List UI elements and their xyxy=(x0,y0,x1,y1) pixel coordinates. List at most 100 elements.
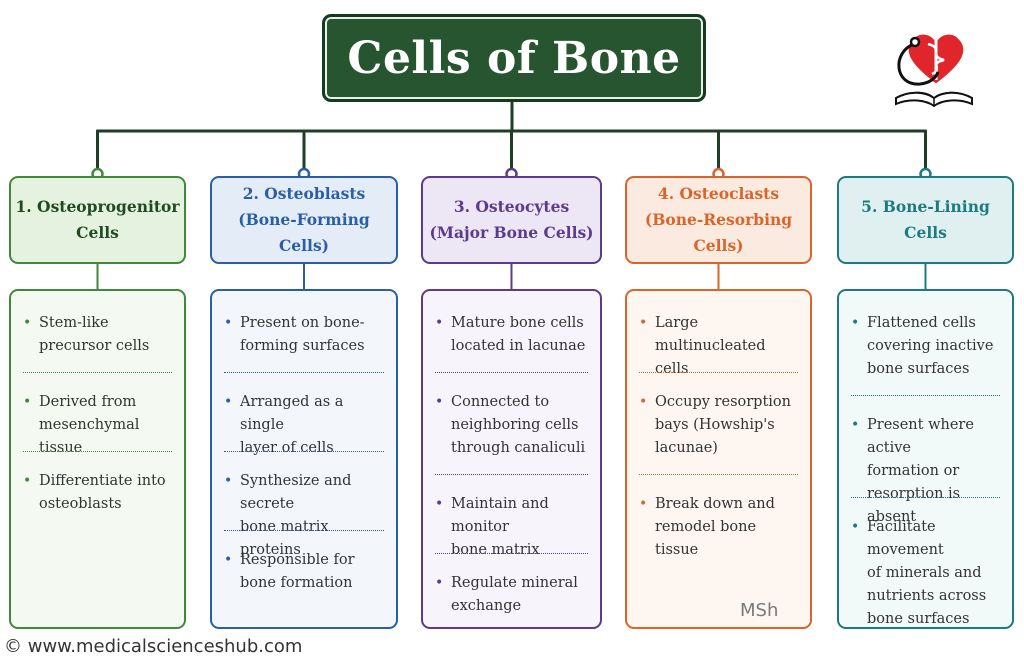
bullet-text-line: Synthesize and secrete xyxy=(240,473,352,512)
heart-stethoscope-book-icon xyxy=(895,32,973,108)
column-header: 5. Bone-Lining Cells xyxy=(837,176,1014,264)
title-banner: Cells of Bone xyxy=(322,14,706,102)
bullet-text-line: located in lacunae xyxy=(451,338,586,354)
bullet-text-line: layer of cells xyxy=(240,440,334,456)
bullet-dot-icon: • xyxy=(224,552,233,568)
bullet-text-line: bone surfaces xyxy=(867,611,970,627)
bullet-item: • Flattened cells covering inactive bone su… xyxy=(851,312,1000,381)
bullet-dot-icon: • xyxy=(224,473,233,489)
copyright-text: © www.medicalscienceshub.com xyxy=(4,636,303,657)
bullet-dot-icon: • xyxy=(639,315,648,331)
column-header-line2: (Bone-Resorbing Cells) xyxy=(644,210,793,255)
bullet-separator xyxy=(851,497,1000,498)
bullet-dot-icon: • xyxy=(23,473,32,489)
bullet-text-line: Responsible for xyxy=(240,552,355,568)
bullet-item: • Mature bone cells located in lacunae xyxy=(435,312,588,358)
bullet-separator xyxy=(639,474,798,475)
bullet-text-line: forming surfaces xyxy=(240,338,365,354)
bullet-dot-icon: • xyxy=(435,496,444,512)
bullet-dot-icon: • xyxy=(851,519,860,535)
bullet-separator xyxy=(224,530,384,531)
column-header-line1: 1. Osteoprogenitor xyxy=(15,197,180,216)
column-header: 4. Osteoclasts (Bone-Resorbing Cells) xyxy=(625,176,812,264)
column-header-line2: (Major Bone Cells) xyxy=(429,223,594,242)
bullet-text-line: covering inactive xyxy=(867,338,994,354)
bullet-text-line: Regulate mineral xyxy=(451,575,578,591)
bullet-text-line: Stem-like xyxy=(39,315,109,331)
column-body: • Mature bone cells located in lacunae • Con… xyxy=(421,289,602,629)
column-header-line2: Cells xyxy=(76,223,119,242)
bullet-separator xyxy=(224,451,384,452)
column-header: 2. Osteoblasts (Bone-Forming Cells) xyxy=(210,176,398,264)
bullet-item: • Arranged as a single layer of cells xyxy=(224,391,384,460)
bullet-dot-icon: • xyxy=(23,315,32,331)
bullet-text-line: formation or xyxy=(867,463,960,479)
bullet-text-line: Maintain and monitor xyxy=(451,496,549,535)
bullet-item: • Present on bone-forming surfaces xyxy=(224,312,384,358)
bullet-text-line: of minerals and xyxy=(867,565,982,581)
column-header-line1: 5. Bone-Lining Cells xyxy=(861,197,990,242)
bullet-text-line: Differentiate into xyxy=(39,473,166,489)
column-body: • Flattened cells covering inactive bone su… xyxy=(837,289,1014,629)
bullet-item: • Responsible for bone formation xyxy=(224,549,384,595)
bullet-item: • Synthesize and secrete bone matrix prote… xyxy=(224,470,384,562)
bullet-text-line: bays (Howship's xyxy=(655,417,775,433)
bullet-dot-icon: • xyxy=(435,575,444,591)
bullet-text-line: Facilitate movement xyxy=(867,519,944,558)
bullet-text-line: osteoblasts xyxy=(39,496,122,512)
bullet-dot-icon: • xyxy=(435,394,444,410)
bullet-dot-icon: • xyxy=(224,315,233,331)
bullet-text-line: Present on bone- xyxy=(240,315,365,331)
bullet-dot-icon: • xyxy=(224,394,233,410)
column-body: • Large multinucleated cells •Occupy resorp… xyxy=(625,289,812,629)
bullet-text-line: Large xyxy=(655,315,699,331)
watermark-text: MSh xyxy=(740,600,779,621)
bullet-item: • Differentiate into osteoblasts xyxy=(23,470,172,516)
bullet-separator xyxy=(435,474,588,475)
bullet-separator xyxy=(23,372,172,373)
bullet-text-line: bone surfaces xyxy=(867,361,970,377)
bullet-text-line: precursor cells xyxy=(39,338,150,354)
bullet-text-line: exchange xyxy=(451,598,522,614)
column-header: 3. Osteocytes (Major Bone Cells) xyxy=(421,176,602,264)
bullet-text-line: remodel bone tissue xyxy=(655,519,757,558)
bullet-text-line: Present where active xyxy=(867,417,974,456)
bullet-separator xyxy=(435,372,588,373)
bullet-text-line: multinucleated cells xyxy=(655,338,766,377)
bullet-text-line: Arranged as a single xyxy=(240,394,344,433)
page-title: Cells of Bone xyxy=(347,32,681,84)
bullet-text-line: bone matrix xyxy=(451,542,540,558)
column-header-line1: 4. Osteoclasts xyxy=(657,184,780,203)
bullet-item: • Present where active formation or resorpt… xyxy=(851,414,1000,529)
bullet-separator xyxy=(23,451,172,452)
bullet-text-line: bone formation xyxy=(240,575,353,591)
bullet-text-line: Flattened cells xyxy=(867,315,976,331)
bullet-text-line: Mature bone cells xyxy=(451,315,584,331)
bullet-separator xyxy=(639,372,798,373)
bullet-text-line: Connected to xyxy=(451,394,550,410)
column-body: • Stem-like precursor cells • Derived from me… xyxy=(9,289,186,629)
bullet-text-line: Break down and xyxy=(655,496,775,512)
bullet-dot-icon: • xyxy=(851,315,860,331)
bullet-text-line: Derived from xyxy=(39,394,137,410)
column-header-line1: 2. Osteoblasts xyxy=(242,184,366,203)
bullet-text-line: bone matrix proteins xyxy=(240,519,329,558)
bullet-separator xyxy=(224,372,384,373)
bullet-dot-icon: • xyxy=(639,394,648,410)
bullet-dot-icon: • xyxy=(851,417,860,433)
bullet-text-line: lacunae) xyxy=(655,440,718,456)
bullet-text-line: nutrients across xyxy=(867,588,987,604)
bullet-text-line: mesenchymal tissue xyxy=(39,417,140,456)
column-body: • Present on bone-forming surfaces • Arrang… xyxy=(210,289,398,629)
bullet-text-line: neighboring cells xyxy=(451,417,579,433)
column-header-line1: 3. Osteocytes xyxy=(453,197,570,216)
bullet-dot-icon: • xyxy=(435,315,444,331)
bullet-item: • Facilitate movement of minerals and nutri… xyxy=(851,516,1000,631)
bullet-text-line: resorption is absent xyxy=(867,486,961,525)
column-header-line2: (Bone-Forming Cells) xyxy=(238,210,370,255)
bullet-dot-icon: • xyxy=(639,496,648,512)
bullet-separator xyxy=(851,395,1000,396)
